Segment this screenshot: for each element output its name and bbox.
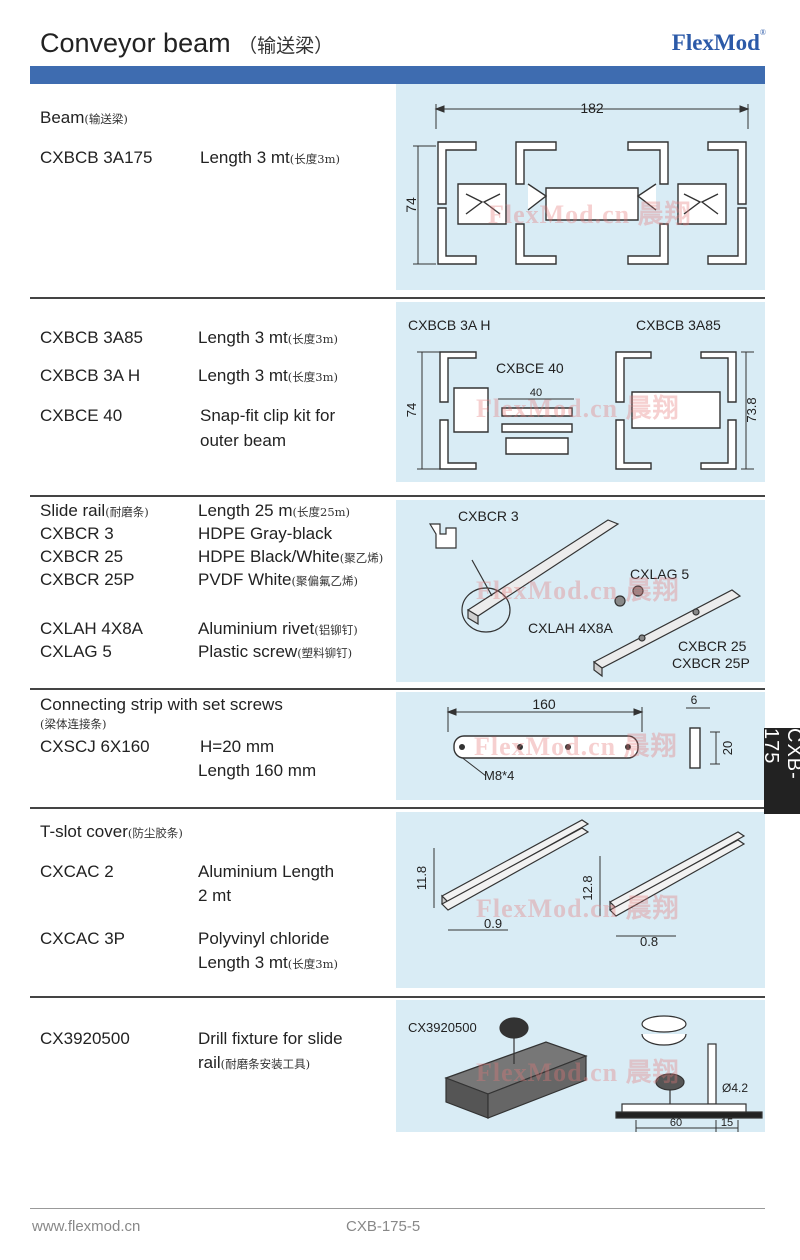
small-beams-image-panel: 74 73.8 40 CXBCB 3A H CXBCB 3A85 CXBCE 4… <box>396 302 765 482</box>
row-code: CXBCR 25 <box>40 547 124 566</box>
footer-divider <box>30 1208 765 1209</box>
row-desc: Length 3 mt(长度3m) <box>198 366 338 385</box>
row-code: CXCAC 2 <box>40 862 114 881</box>
strip-length-dim: 160 <box>532 696 556 712</box>
footer-website: www.flexmod.cn <box>32 1218 141 1235</box>
page-title: Conveyor beam （输送梁） <box>40 28 333 59</box>
fixture-dim-60: 60 <box>670 1117 682 1129</box>
row-desc-line2: outer beam <box>200 431 286 450</box>
side-tab: CXB-175 <box>760 728 800 814</box>
section-divider <box>30 688 765 690</box>
page-header: Conveyor beam （输送梁） FlexMod® <box>0 0 800 90</box>
connecting-strip-image-panel: 160 6 20 M8*4 FlexMod.cn 晨翔 <box>396 692 765 800</box>
row-code: CXLAG 5 <box>40 642 112 661</box>
row-desc-line2: rail(耐磨条安装工具) <box>198 1053 311 1072</box>
tslot-a-height-dim: 11.8 <box>414 866 429 890</box>
section-divider <box>30 807 765 809</box>
connecting-strip-heading: Connecting strip with set screws <box>40 695 283 714</box>
strip-height-dim: 20 <box>720 741 735 755</box>
row-desc: Aluminium rivet(铝铆钉) <box>198 619 358 638</box>
beam-width-dim: 182 <box>580 100 604 116</box>
small-beams-drawing: 74 73.8 40 <box>404 351 759 470</box>
connecting-strip-heading-cn: (梁体连接条) <box>40 717 107 731</box>
img-label-cxbce-40: CXBCE 40 <box>496 360 564 376</box>
row-code: CXBCB 3A85 <box>40 328 143 347</box>
row-code: CXCAC 3P <box>40 929 126 948</box>
beam-desc: Length 3 mt(长度3m) <box>200 148 340 167</box>
drill-fixture-drawing: 60 15 Ø4.2 <box>444 1015 763 1132</box>
page-title-cn: （输送梁） <box>238 35 334 57</box>
footer-page-number: CXB-175-5 <box>346 1218 421 1235</box>
img-label-cx3920500: CX3920500 <box>408 1020 477 1035</box>
tslot-cover-drawing: 11.8 12.8 0.9 0.8 <box>414 819 746 949</box>
tslot-heading: T-slot cover(防尘胶条) <box>40 822 183 841</box>
strip-screws-label: M8*4 <box>484 768 514 783</box>
img-label-cxbcb-3a-h: CXBCB 3A H <box>408 317 491 333</box>
strip-thickness-dim: 6 <box>691 693 698 707</box>
fixture-drill-dim: Ø4.2 <box>722 1081 748 1095</box>
img-label-cxbcb-3a85: CXBCB 3A85 <box>636 317 721 333</box>
row-desc-line2: Length 160 mm <box>198 761 317 780</box>
watermark: FlexMod.cn 晨翔 <box>476 894 680 923</box>
small-beam-left-height: 74 <box>404 403 419 417</box>
watermark: FlexMod.cn 晨翔 <box>476 394 680 423</box>
row-code: CXBCE 40 <box>40 406 123 425</box>
section-divider <box>30 996 765 998</box>
watermark: FlexMod.cn 晨翔 <box>476 576 680 605</box>
row-desc-line2: 2 mt <box>198 886 232 905</box>
img-label-cxbcr-3: CXBCR 3 <box>458 508 519 524</box>
slide-rail-heading: Slide rail(耐磨条) <box>40 501 149 520</box>
tslot-b-thickness-dim: 0.8 <box>640 934 658 949</box>
row-code: CXBCR 3 <box>40 524 114 543</box>
watermark: FlexMod.cn 晨翔 <box>488 200 692 229</box>
section-divider <box>30 297 765 299</box>
img-label-cxbcr-25p: CXBCR 25P <box>672 655 750 671</box>
row-desc: Length 3 mt(长度3m) <box>198 328 338 347</box>
beam-height-dim: 74 <box>403 197 419 213</box>
beam-image-panel: 182 74 FlexMod.cn 晨翔 <box>396 84 765 290</box>
row-desc-line2: Length 3 mt(长度3m) <box>198 953 338 972</box>
row-desc: PVDF White(聚偏氟乙烯) <box>198 570 359 589</box>
watermark: FlexMod.cn 晨翔 <box>474 732 678 761</box>
row-code: CXBCB 3A H <box>40 366 141 385</box>
row-desc-line1: Polyvinyl chloride <box>198 929 330 948</box>
tslot-a-thickness-dim: 0.9 <box>484 916 502 931</box>
row-desc: Plastic screw(塑料铆钉) <box>198 642 353 661</box>
slide-rail-image-panel: CXBCR 3 CXLAG 5 CXLAH 4X8A CXBCR 25 CXBC… <box>396 500 765 682</box>
beam-code: CXBCB 3A175 <box>40 148 153 167</box>
tslot-image-panel: 11.8 12.8 0.9 0.8 FlexMod.cn 晨翔 <box>396 812 765 988</box>
row-code: CXBCR 25P <box>40 570 135 589</box>
row-desc: HDPE Gray-black <box>198 524 333 543</box>
img-label-cxbcr-25: CXBCR 25 <box>678 638 747 654</box>
beam-heading: Beam(输送梁) <box>40 108 128 127</box>
brand-logo: FlexMod® <box>671 28 766 56</box>
brand-name: FlexMod <box>671 30 760 55</box>
row-desc-line1: Drill fixture for slide <box>198 1029 343 1048</box>
section-divider <box>30 495 765 497</box>
connecting-strip-drawing: 160 6 20 M8*4 <box>446 693 735 783</box>
side-tab-label: CXB-175 <box>760 728 800 780</box>
img-label-cxlah: CXLAH 4X8A <box>528 620 613 636</box>
header-blue-bar <box>30 66 765 84</box>
slide-rail-drawing <box>428 519 742 678</box>
drill-fixture-image-panel: 60 15 Ø4.2 CX3920500 FlexMod.cn 晨翔 <box>396 1000 765 1132</box>
row-desc-line1: Snap-fit clip kit for <box>200 406 336 425</box>
small-beam-right-height: 73.8 <box>744 397 759 422</box>
row-code: CXLAH 4X8A <box>40 619 143 638</box>
watermark: FlexMod.cn 晨翔 <box>476 1058 680 1087</box>
img-label-cxlag-5: CXLAG 5 <box>630 566 690 582</box>
beam-profile-drawing: 182 74 <box>403 100 750 265</box>
registered-mark: ® <box>759 28 766 37</box>
row-desc-line1: Aluminium Length <box>198 862 335 881</box>
fixture-dim-15: 15 <box>721 1117 733 1129</box>
row-code: CX3920500 <box>40 1029 130 1048</box>
clip-width-dim: 40 <box>530 387 542 399</box>
slide-rail-heading-desc: Length 25 m(长度25m) <box>198 501 351 520</box>
page-title-en: Conveyor beam <box>40 28 231 58</box>
row-desc-line1: H=20 mm <box>200 737 275 756</box>
tslot-b-height-dim: 12.8 <box>580 875 595 900</box>
row-desc: HDPE Black/White(聚乙烯) <box>198 547 384 566</box>
row-code: CXSCJ 6X160 <box>40 737 150 756</box>
